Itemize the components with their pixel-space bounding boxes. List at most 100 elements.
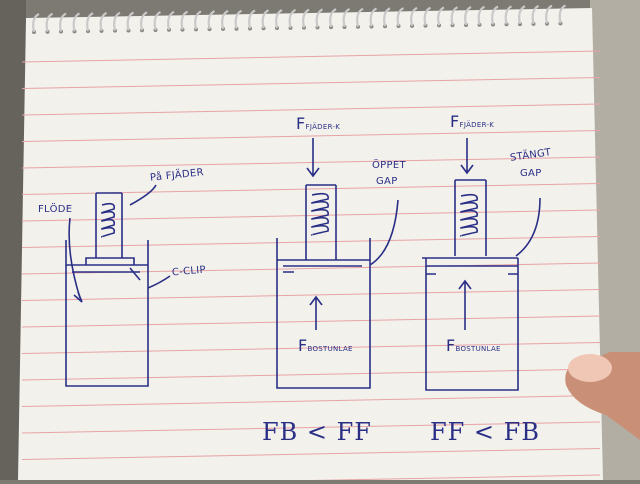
subscript: BOSTUNLAE bbox=[455, 345, 501, 353]
spiral-ring bbox=[545, 4, 553, 24]
subscript: BOSTUNLAE bbox=[307, 345, 353, 353]
spiral-ring bbox=[450, 6, 459, 26]
spiral-ring bbox=[221, 9, 229, 30]
piston-left bbox=[66, 257, 148, 273]
force-arrow-up-right bbox=[458, 279, 472, 330]
rule-line bbox=[21, 289, 601, 301]
stangt-gap-pointer bbox=[515, 197, 541, 257]
pa-fjader-pointer bbox=[129, 184, 157, 206]
spiral-ring bbox=[410, 6, 418, 27]
spiral-ring bbox=[477, 5, 486, 25]
label-flode: FLÖDE bbox=[38, 204, 73, 215]
spiral-ring bbox=[491, 5, 499, 25]
spiral-ring bbox=[45, 12, 54, 33]
symbol-f: F bbox=[446, 336, 456, 355]
spiral-ring bbox=[558, 4, 567, 24]
label-f-fjader-k-right: FFJÄDER-K bbox=[450, 112, 494, 131]
rule-line bbox=[21, 103, 601, 116]
spiral-ring bbox=[248, 9, 256, 29]
spiral-ring bbox=[342, 7, 351, 28]
spiral-ring bbox=[383, 7, 391, 27]
label-gap-right: GAP bbox=[520, 168, 542, 179]
spiral-ring bbox=[207, 10, 216, 30]
cylinder-left bbox=[65, 240, 149, 387]
piston-right bbox=[422, 257, 518, 275]
spiral-ring bbox=[518, 5, 526, 25]
equation-left: FB < FF bbox=[262, 418, 372, 446]
rule-line bbox=[21, 395, 601, 407]
spiral-ring bbox=[140, 11, 148, 31]
subscript: FJÄDER-K bbox=[459, 121, 495, 129]
rule-line bbox=[21, 368, 601, 381]
rule-lines bbox=[21, 50, 601, 484]
c-clip-mark bbox=[129, 267, 141, 281]
symbol-f: F bbox=[298, 336, 308, 355]
spring-housing-left bbox=[95, 192, 123, 258]
spiral-ring bbox=[126, 11, 135, 31]
spiral-ring bbox=[261, 9, 270, 29]
spiral-ring bbox=[356, 7, 364, 27]
spiral-ring bbox=[437, 6, 445, 26]
label-f-bostunlae-middle: FBOSTUNLAE bbox=[298, 336, 353, 355]
spiral-ring bbox=[329, 8, 337, 28]
spiral-ring bbox=[302, 8, 310, 28]
subscript: FJÄDER-K bbox=[305, 123, 341, 131]
c-clip-pointer bbox=[147, 275, 171, 289]
spring-left bbox=[100, 202, 116, 238]
spiral-ring bbox=[275, 9, 283, 29]
spring-right bbox=[460, 193, 478, 237]
diagram-middle bbox=[276, 138, 399, 389]
cylinder-right bbox=[425, 258, 519, 391]
spring-housing-middle bbox=[305, 184, 337, 260]
spiral-ring bbox=[86, 12, 94, 32]
fingernail bbox=[568, 354, 612, 382]
spiral-ring bbox=[288, 8, 297, 29]
notebook-page bbox=[18, 8, 603, 480]
flode-arrowhead bbox=[73, 291, 83, 303]
piston-middle bbox=[277, 259, 370, 273]
label-f-fjader-k-middle: FFJÄDER-K bbox=[296, 114, 340, 133]
symbol-f: F bbox=[450, 112, 460, 131]
label-gap-middle: GAP bbox=[376, 176, 398, 187]
rule-line bbox=[21, 130, 601, 142]
diagram-left bbox=[65, 184, 171, 387]
spiral-ring bbox=[72, 12, 81, 32]
rule-line bbox=[21, 236, 601, 248]
label-oppet: ÖPPET bbox=[372, 160, 406, 171]
spiral-ring bbox=[531, 4, 540, 25]
force-arrow-down-middle bbox=[306, 138, 320, 178]
rule-line bbox=[21, 50, 601, 63]
spiral-ring bbox=[59, 12, 67, 32]
spiral-ring bbox=[464, 5, 472, 26]
rule-line bbox=[21, 342, 601, 354]
spiral-ring bbox=[315, 8, 324, 28]
spiral-ring bbox=[180, 10, 189, 30]
rule-line bbox=[21, 77, 601, 89]
spring-middle bbox=[311, 192, 329, 236]
rule-line bbox=[21, 421, 601, 434]
label-f-bostunlae-right: FBOSTUNLAE bbox=[446, 336, 501, 355]
spiral-ring bbox=[167, 10, 175, 31]
diagram-right bbox=[422, 138, 541, 391]
spiral-ring bbox=[113, 11, 121, 31]
spiral-ring bbox=[396, 7, 405, 27]
spiral-ring bbox=[234, 9, 243, 29]
spiral-ring bbox=[423, 6, 432, 26]
cylinder-middle bbox=[276, 238, 371, 389]
rule-line bbox=[21, 448, 601, 460]
symbol-f: F bbox=[296, 114, 306, 133]
spiral-ring bbox=[153, 11, 162, 31]
spiral-ring bbox=[32, 13, 40, 33]
spiral-ring bbox=[194, 10, 202, 30]
spring-housing-right bbox=[454, 179, 487, 256]
equation-right: FF < FB bbox=[430, 418, 540, 446]
force-arrow-down-right bbox=[460, 138, 474, 175]
rule-line bbox=[21, 315, 601, 328]
spiral-binding bbox=[32, 4, 567, 34]
spiral-ring bbox=[504, 5, 513, 25]
rule-line bbox=[21, 209, 601, 222]
force-arrow-up-middle bbox=[309, 295, 323, 330]
spiral-ring bbox=[369, 7, 378, 27]
